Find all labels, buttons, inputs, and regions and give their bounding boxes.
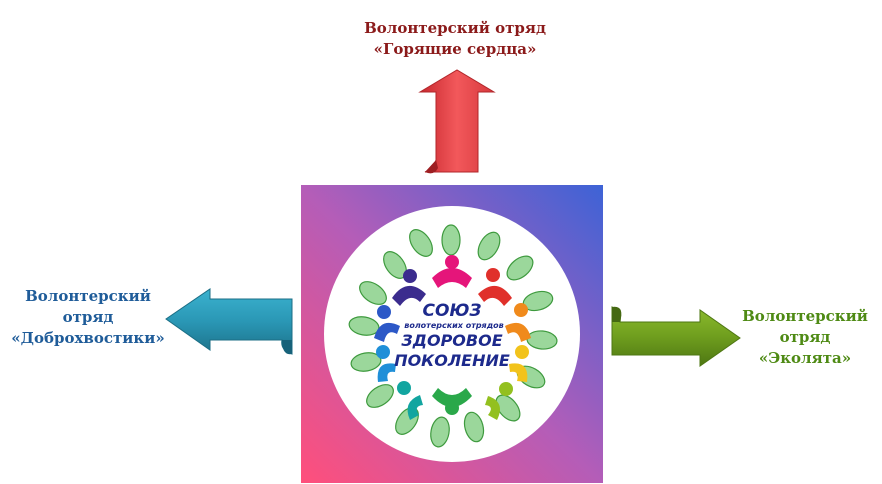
right-unit-label: Волонтерский отряд «Эколята»: [730, 306, 880, 369]
left-unit-line3: «Доброхвостики»: [11, 329, 165, 347]
top-unit-label: Волонтерский отряд «Горящие сердца»: [330, 18, 580, 60]
top-unit-line2: «Горящие сердца»: [373, 40, 537, 58]
right-unit-line2: отряд: [779, 328, 831, 346]
left-unit-label: Волонтерский отряд «Доброхвостики»: [0, 286, 176, 349]
top-unit-line1: Волонтерский отряд: [364, 19, 546, 37]
emblem-line1: СОЮЗ: [423, 301, 482, 321]
union-logo: СОЮЗ волотерских отрядов ЗДОРОВОЕ ПОКОЛЕ…: [301, 185, 603, 483]
left-arrow: [165, 288, 293, 355]
right-arrow: [611, 306, 741, 367]
right-unit-line3: «Эколята»: [758, 349, 852, 367]
top-arrow: [418, 69, 496, 174]
emblem-line3: ЗДОРОВОЕ: [400, 331, 502, 350]
emblem-line4: ПОКОЛЕНИЕ: [394, 351, 510, 370]
left-unit-line1: Волонтерский: [25, 287, 151, 305]
left-unit-line2: отряд: [62, 308, 114, 326]
emblem-line2: волотерских отрядов: [404, 321, 503, 330]
right-unit-line1: Волонтерский: [742, 307, 868, 325]
